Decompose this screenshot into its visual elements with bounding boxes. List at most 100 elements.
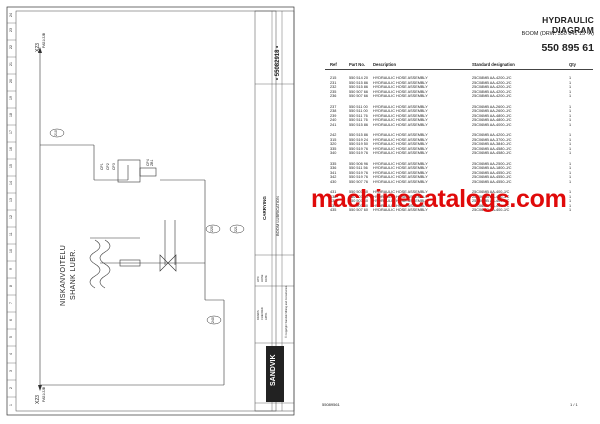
cell-std: 25C08MB AA-4200-J/C	[472, 94, 512, 99]
cell-ref: 239	[330, 113, 337, 118]
cell-std: 25C06MB AA-400-J/C	[472, 199, 510, 204]
cell-std: 25C08MB AA-4200-J/C	[472, 89, 512, 94]
watermark: machinecatalogs.com	[311, 185, 567, 213]
valve-label: ZB1	[150, 159, 154, 166]
cell-part: 550 511 56	[349, 166, 368, 171]
shank-label-en: SHANK LUBR.	[70, 248, 77, 300]
column-number: 14	[9, 181, 13, 185]
cell-desc: HYDRAULIC HOSE ASSEMBLY	[373, 104, 428, 109]
sheet-label: DATE	[265, 275, 268, 282]
column-number: 19	[9, 96, 13, 100]
titleblock-doc-sub: BOOM LUBRICATION	[275, 196, 280, 236]
cell-ref: 231	[330, 80, 337, 85]
column-number: 15	[9, 164, 13, 168]
cell-ref: 336	[330, 166, 337, 171]
cell-std: 25C06MB AA-400-J/C	[472, 194, 510, 199]
bubble-label: 221	[234, 226, 238, 232]
sheet-label: APPR.	[265, 312, 268, 320]
cell-desc: HYDRAULIC HOSE ASSEMBLY	[373, 203, 428, 208]
connector-top-label: X23	[35, 43, 41, 52]
bubble-label: 220	[210, 226, 214, 232]
page-title: HYDRAULIC DIAGRAM	[542, 15, 594, 35]
cell-std: 25C06MB AA-2600-J/C	[472, 104, 512, 109]
cell-std: 25C06MB AA-400-J/C	[472, 203, 510, 208]
document-number: 550 895 61	[541, 42, 594, 54]
table-row: 235 550 507 66 HYDRAULIC HOSE ASSEMBLY 25C0…	[322, 90, 592, 95]
page-counter: 1 / 1	[570, 402, 578, 407]
cell-ref: 341	[330, 170, 337, 175]
cell-part: 550 515 86	[349, 133, 369, 137]
cell-std: 25C06MB AA-4800-J/C	[472, 118, 512, 123]
cell-qty: 1	[569, 170, 572, 175]
cell-ref: 335	[330, 146, 337, 151]
bubble-label: 210	[54, 130, 58, 136]
cell-part: 550 507 66	[349, 89, 369, 94]
cell-std: 25C06MB AA-400-J/C	[472, 190, 510, 194]
valve-label: CP1	[100, 163, 104, 170]
cell-part: 550 507 76	[349, 179, 369, 184]
cell-part: 550 507 60	[349, 203, 369, 208]
cell-qty: 1	[569, 109, 572, 114]
cell-ref: 434	[330, 203, 337, 208]
cell-part: 550 507 66	[349, 94, 369, 99]
column-number: 20	[9, 79, 13, 83]
cell-part: 550 519 76	[349, 151, 369, 156]
column-number: 13	[9, 198, 13, 202]
schematic-drawing	[6, 6, 295, 416]
cell-qty: 1	[569, 208, 572, 213]
cell-std: 25C06MB AA-4550-J/C	[472, 179, 512, 184]
cell-part: 550 514 20	[349, 76, 369, 80]
cell-part: 550 507 60	[349, 190, 369, 194]
cell-ref: 237	[330, 104, 337, 109]
cell-qty: 1	[569, 146, 572, 151]
cell-qty: 1	[569, 161, 572, 166]
column-number: 17	[9, 130, 13, 134]
column-header-part: Part No.	[349, 62, 366, 67]
cell-ref: 236	[330, 94, 337, 99]
cell-ref: 435	[330, 208, 337, 213]
column-number: 12	[9, 215, 13, 219]
cell-desc: HYDRAULIC HOSE ASSEMBLY	[373, 137, 428, 142]
cell-part: 550 511 76	[349, 118, 368, 123]
cell-desc: HYDRAULIC HOSE ASSEMBLY	[373, 142, 428, 147]
parts-list-page: HYDRAULIC DIAGRAM BOOM (DRW. 550 841 15 …	[322, 0, 594, 424]
cell-qty: 1	[569, 104, 572, 109]
cell-std: 25C06MB AA-4800-J/C	[472, 113, 512, 118]
cell-std: 25C06MB AA-400-J/C	[472, 208, 510, 213]
cell-ref: 235	[330, 89, 337, 94]
cell-part: 550 515 86	[349, 85, 369, 90]
cell-desc: HYDRAULIC HOSE ASSEMBLY	[373, 113, 428, 118]
cell-part: 550 519 76	[349, 170, 369, 175]
cell-desc: HYDRAULIC HOSE ASSEMBLY	[373, 89, 428, 94]
cell-qty: 1	[569, 85, 572, 90]
drawing-number: • 55082918 •	[275, 45, 281, 80]
cell-part: 550 519 76	[349, 175, 369, 180]
column-number: 21	[9, 62, 13, 66]
shank-label: NISKANVOITELU	[60, 244, 67, 306]
column-header-qty: Qty	[569, 62, 576, 67]
cell-qty: 1	[569, 199, 572, 204]
cell-desc: HYDRAULIC HOSE ASSEMBLY	[373, 190, 428, 194]
column-header-standard: Standard designation	[472, 62, 515, 67]
cell-ref: 241	[330, 122, 337, 127]
cell-desc: HYDRAULIC HOSE ASSEMBLY	[373, 151, 428, 156]
cell-part: 550 511 00	[349, 104, 368, 109]
cell-desc: HYDRAULIC HOSE ASSEMBLY	[373, 85, 428, 90]
cell-desc: HYDRAULIC HOSE ASSEMBLY	[373, 208, 428, 213]
cell-qty: 1	[569, 80, 572, 85]
cell-ref: 215	[330, 76, 337, 80]
column-number: 11	[9, 232, 13, 236]
cell-ref: 242	[330, 133, 337, 137]
cell-qty: 1	[569, 166, 572, 171]
cell-desc: HYDRAULIC HOSE ASSEMBLY	[373, 146, 428, 151]
